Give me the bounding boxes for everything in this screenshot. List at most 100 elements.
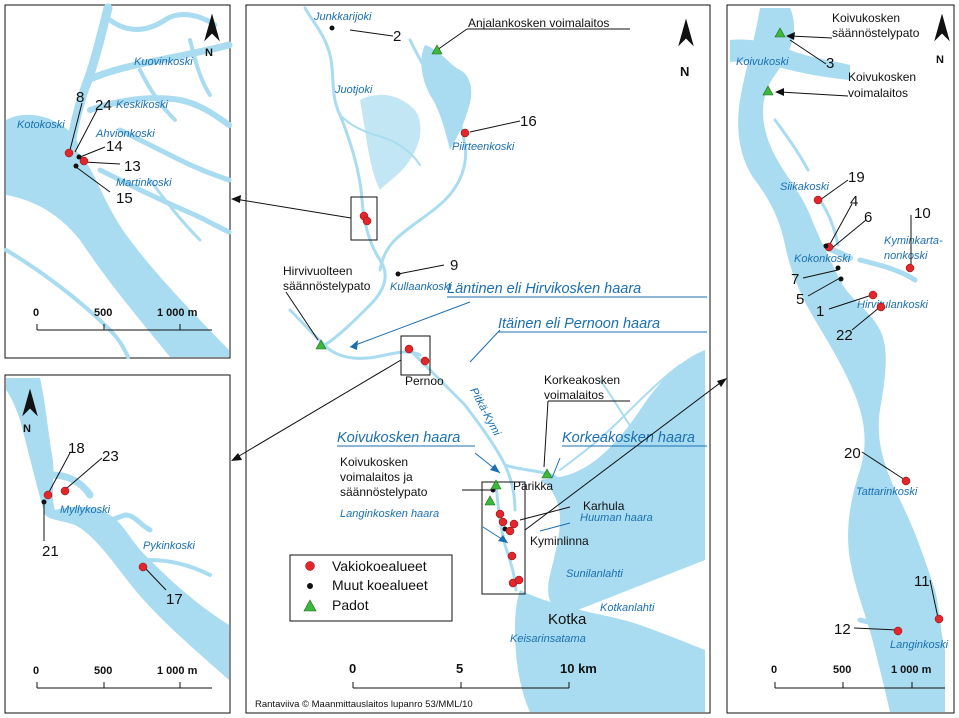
dam-marker xyxy=(774,27,786,38)
north-arrow-icon: N xyxy=(678,18,694,79)
place-kyminkartanonkoski-2: nonkoski xyxy=(884,250,928,262)
leader-lines xyxy=(775,32,939,631)
site-marker xyxy=(514,575,524,585)
site-number-14: 14 xyxy=(106,138,123,155)
center-frame xyxy=(245,4,711,714)
site-number-16: 16 xyxy=(520,113,537,130)
branch-arrow xyxy=(469,329,501,363)
north-arrow-icon: N xyxy=(204,13,220,59)
scale-label: 0 xyxy=(771,664,777,676)
site-7-marker xyxy=(835,265,841,271)
scale-label: 500 xyxy=(833,664,851,676)
site-number-23: 23 xyxy=(102,448,119,465)
site-9-marker xyxy=(395,271,401,277)
site-22-marker xyxy=(876,302,886,312)
center-map: N Junkkarijoki Juotjoki Piirteenkoski Ku… xyxy=(231,4,727,714)
place-junkkarijoki: Junkkarijoki xyxy=(313,11,372,23)
site-1-marker xyxy=(868,290,878,300)
legend: Vakiokoealueet Muut koealueet Padot xyxy=(289,554,453,622)
north-label: N xyxy=(23,423,31,435)
inset-water xyxy=(730,8,945,712)
site-number-7: 7 xyxy=(791,271,799,288)
inset-box-top-left xyxy=(350,196,378,241)
scale-label: 0 xyxy=(33,665,39,677)
dam-marker xyxy=(762,85,774,96)
dam-marker xyxy=(490,479,502,490)
legend-label: Vakiokoealueet xyxy=(332,558,427,574)
place-pykinkoski: Pykinkoski xyxy=(143,540,196,552)
place-keskikoski: Keskikoski xyxy=(116,99,169,111)
label-koivukosken: Koivukosken xyxy=(340,455,408,469)
site-number-17: 17 xyxy=(166,591,183,608)
place-piirteenkoski: Piirteenkoski xyxy=(452,141,515,153)
place-kotkanlahti: Kotkanlahti xyxy=(600,602,655,614)
branch-arrowhead xyxy=(498,535,508,543)
inset-right: N Koivukosken säännöstelypato Koivukoske… xyxy=(726,4,955,714)
site-number-22: 22 xyxy=(836,327,853,344)
legend-green-triangle xyxy=(303,599,317,612)
place-kuovinkoski: Kuovinkoski xyxy=(134,56,193,68)
site-number-10: 10 xyxy=(914,205,931,222)
site-13-marker xyxy=(79,156,89,166)
north-arrow-icon: N xyxy=(22,388,38,435)
north-arrow-icon: N xyxy=(934,13,950,66)
label-korkeakosken: Korkeakosken xyxy=(544,373,620,387)
inset-water xyxy=(6,378,229,680)
inset-frame xyxy=(4,374,231,714)
scale-label: 0 xyxy=(33,307,39,319)
site-number-5: 5 xyxy=(796,291,804,308)
legend-red-dot xyxy=(305,561,315,571)
place-tattarinkoski: Tattarinkoski xyxy=(856,486,918,498)
branch-korkeakosken: Korkeakosken haara xyxy=(562,430,695,446)
place-sunilanlahti: Sunilanlahti xyxy=(566,568,623,580)
place-kyminkartanonkoski-1: Kyminkarta- xyxy=(884,235,943,247)
scale-label: 500 xyxy=(94,307,112,319)
label-hirvivuolteen: Hirvivuolteen xyxy=(283,264,352,278)
place-hirvitulankoski: Hirvitulankoski xyxy=(857,299,928,311)
site-19-marker xyxy=(813,195,823,205)
site-17-marker xyxy=(138,562,148,572)
leader-lines xyxy=(43,452,167,591)
place-langinkosken-haara: Langinkosken haara xyxy=(340,508,439,520)
site-marker xyxy=(498,517,508,527)
inset-bottom-left: N Myllykoski Pykinkoski 18 23 21 17 0 50… xyxy=(4,374,231,714)
inset-water xyxy=(4,3,233,359)
dam-marker xyxy=(315,339,327,350)
copyright-text: Rantaviiva © Maanmittauslaitos lupanro 5… xyxy=(255,699,473,710)
scale-label: 1 000 m xyxy=(891,664,932,676)
site-number-2: 2 xyxy=(393,28,401,45)
scale-label: 0 xyxy=(349,661,356,676)
label-kyminlinna: Kyminlinna xyxy=(530,534,589,548)
legend-label: Padot xyxy=(332,597,369,613)
scale-bar: 0 500 1 000 m xyxy=(33,307,212,331)
site-11-marker xyxy=(934,614,944,624)
branch-arrowhead xyxy=(490,464,500,473)
label-koivukosken: Koivukosken xyxy=(848,70,916,84)
scale-label: 500 xyxy=(94,665,112,677)
branch-arrow xyxy=(551,457,561,479)
branch-koivukosken: Koivukosken haara xyxy=(337,430,460,446)
label-karhula: Karhula xyxy=(583,499,625,513)
site-marker xyxy=(420,356,430,366)
site-10-marker xyxy=(905,263,915,273)
site-marker xyxy=(507,551,517,561)
site-number-11: 11 xyxy=(914,573,930,590)
label-voimalaitos-ja: voimalaitos ja xyxy=(340,470,413,484)
label-saannostelypato: säännöstelypato xyxy=(283,279,371,293)
site-5-marker xyxy=(838,276,844,282)
inset-frame xyxy=(726,4,955,714)
branch-lantinen: Läntinen eli Hirvikosken haara xyxy=(447,281,641,297)
label-voimalaitos: voimalaitos xyxy=(544,388,604,402)
site-number-8: 8 xyxy=(76,89,84,106)
place-juotjoki: Juotjoki xyxy=(334,84,373,96)
inset-box-right xyxy=(481,481,526,595)
dam-marker xyxy=(541,468,553,479)
dam-marker xyxy=(431,44,443,55)
legend-label: Muut koealueet xyxy=(332,577,428,593)
site-number-13: 13 xyxy=(124,158,141,175)
site-marker xyxy=(495,509,505,519)
legend-black-dot xyxy=(307,583,313,589)
center-water xyxy=(288,6,705,712)
site-number-18: 18 xyxy=(68,440,85,457)
